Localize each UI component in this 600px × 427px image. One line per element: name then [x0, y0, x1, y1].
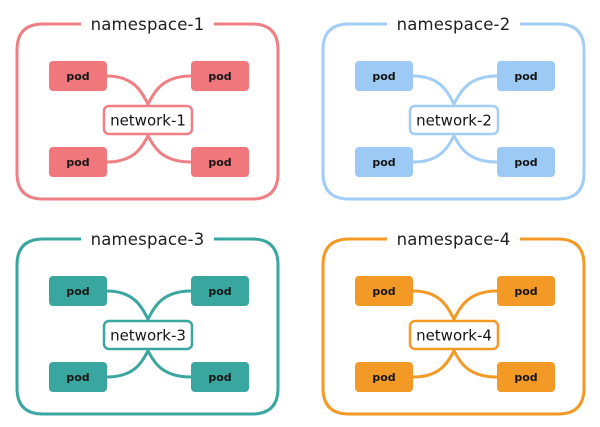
pod-network-link: [452, 349, 499, 379]
pod-label: pod: [208, 70, 231, 83]
pod-box: [355, 147, 413, 177]
namespace-frame: [321, 237, 586, 416]
pod-box: [355, 276, 413, 306]
pod-label: pod: [208, 285, 231, 298]
pod-node: pod: [355, 362, 413, 392]
namespace-panel-2: namespace-2 network-2 pod pod pod pod: [321, 15, 586, 201]
pod-network-link: [105, 134, 150, 164]
pod-network-link: [146, 289, 193, 321]
pod-box: [49, 147, 107, 177]
namespace-title: namespace-2: [397, 15, 511, 34]
pod-node: pod: [497, 61, 555, 91]
network-label: network-1: [110, 112, 186, 130]
network-box: [408, 319, 500, 351]
pod-network-link: [146, 349, 193, 379]
pod-network-link: [411, 74, 456, 106]
pod-label: pod: [514, 371, 537, 384]
namespace-title: namespace-1: [91, 15, 205, 34]
pod-node: pod: [497, 147, 555, 177]
pod-box: [49, 362, 107, 392]
pod-label: pod: [514, 285, 537, 298]
network-box: [102, 319, 194, 351]
pod-box: [191, 362, 249, 392]
namespace-frame: [15, 237, 280, 416]
pod-label: pod: [66, 285, 89, 298]
namespace-panel-3: namespace-3 network-3 pod pod pod pod: [15, 230, 280, 416]
pod-label: pod: [66, 70, 89, 83]
pod-label: pod: [372, 285, 395, 298]
pod-box: [49, 276, 107, 306]
pod-node: pod: [355, 276, 413, 306]
pod-label: pod: [514, 156, 537, 169]
pod-network-link: [452, 289, 499, 321]
pod-network-link: [105, 74, 150, 106]
network-box: [408, 104, 500, 136]
namespace-frame: [321, 22, 586, 201]
pod-node: pod: [191, 147, 249, 177]
pod-label: pod: [66, 156, 89, 169]
pod-box: [355, 61, 413, 91]
pod-node: pod: [191, 362, 249, 392]
pod-node: pod: [497, 362, 555, 392]
pod-node: pod: [49, 276, 107, 306]
pod-box: [497, 147, 555, 177]
network-label: network-3: [110, 327, 186, 345]
pod-label: pod: [372, 156, 395, 169]
pod-box: [191, 147, 249, 177]
pod-label: pod: [208, 156, 231, 169]
pod-box: [497, 276, 555, 306]
pod-network-link: [411, 134, 456, 164]
pod-box: [355, 362, 413, 392]
pod-box: [497, 61, 555, 91]
pod-network-link: [105, 289, 150, 321]
namespace-panel-4: namespace-4 network-4 pod pod pod pod: [321, 230, 586, 416]
pod-box: [191, 276, 249, 306]
pod-node: pod: [49, 61, 107, 91]
network-label: network-2: [416, 112, 492, 130]
pod-node: pod: [355, 147, 413, 177]
pod-label: pod: [372, 371, 395, 384]
pod-box: [497, 362, 555, 392]
pod-box: [49, 61, 107, 91]
pod-node: pod: [191, 61, 249, 91]
namespace-panel-1: namespace-1 network-1 pod pod pod pod: [15, 15, 280, 201]
namespace-title: namespace-3: [91, 230, 205, 249]
pod-label: pod: [372, 70, 395, 83]
pod-network-link: [411, 289, 456, 321]
pod-node: pod: [191, 276, 249, 306]
pod-node: pod: [49, 147, 107, 177]
namespace-title: namespace-4: [397, 230, 511, 249]
pod-network-link: [146, 134, 193, 164]
pod-node: pod: [49, 362, 107, 392]
pod-node: pod: [355, 61, 413, 91]
pod-network-link: [146, 74, 193, 106]
pod-label: pod: [514, 70, 537, 83]
pod-network-link: [105, 349, 150, 379]
pod-box: [191, 61, 249, 91]
pod-network-link: [452, 134, 499, 164]
pod-label: pod: [66, 371, 89, 384]
network-box: [102, 104, 194, 136]
pod-network-link: [452, 74, 499, 106]
pod-node: pod: [497, 276, 555, 306]
namespace-frame: [15, 22, 280, 201]
network-label: network-4: [416, 327, 492, 345]
pod-network-link: [411, 349, 456, 379]
pod-label: pod: [208, 371, 231, 384]
